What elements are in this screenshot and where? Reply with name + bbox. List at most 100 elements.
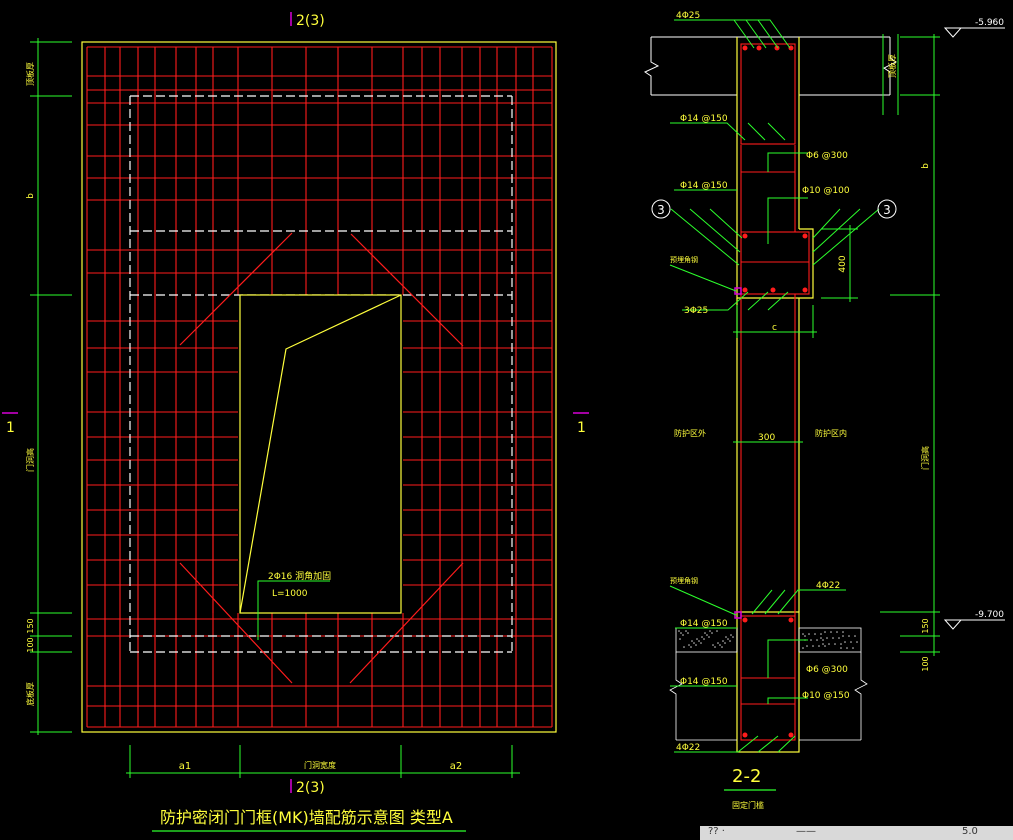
- dim-b: b: [26, 193, 36, 199]
- label-bottom-bars: 4Φ22: [676, 743, 700, 753]
- hatch-dot: [852, 647, 854, 649]
- rebar-note-1: 2Φ16 洞角加固: [268, 570, 331, 582]
- section-mark-right: 1: [577, 420, 586, 436]
- hatch-dot: [840, 643, 842, 645]
- hatch-dot: [848, 635, 850, 637]
- hatch-dot: [732, 636, 734, 638]
- hatch-dot: [836, 631, 838, 633]
- hatch-dot: [826, 637, 828, 639]
- left-elevation-view: 2Φ16 洞角加固 L=1000 2(3) 2(3) 1 1 顶板厚 b 门洞高…: [2, 12, 589, 832]
- floor-hatch: [669, 627, 868, 741]
- dim-top-slab: 顶板厚: [25, 62, 35, 86]
- hatch-dot: [679, 638, 681, 640]
- hatch-dot: [688, 644, 690, 646]
- hatch-dot: [696, 638, 698, 640]
- hatch-dot: [693, 642, 695, 644]
- right-dimension-chain: [880, 34, 940, 656]
- elevation-top: -5.960: [975, 18, 1004, 28]
- hatch-dot: [712, 644, 714, 646]
- status-item-3[interactable]: 5.0: [962, 826, 978, 837]
- right-dim-100: 100: [921, 656, 930, 671]
- hatch-dot: [706, 634, 708, 636]
- section-caption: 固定门槛: [732, 800, 764, 810]
- hatch-dot: [709, 630, 711, 632]
- hatch-dot: [722, 640, 724, 642]
- label-embedded-angle-top: 预埋角钢: [670, 255, 698, 264]
- hatch-dot: [730, 634, 732, 636]
- label-tie-1: Φ6 @300: [806, 151, 848, 161]
- section-mark-bottom: 2(3): [296, 780, 325, 796]
- section-name: 2-2: [732, 766, 761, 787]
- section-mark-top: 2(3): [296, 13, 325, 29]
- hatch-dot: [834, 643, 836, 645]
- hatch-dot: [685, 630, 687, 632]
- label-stirrup-1: Φ14 @150: [680, 114, 728, 124]
- hatch-dot: [856, 641, 858, 643]
- hatch-dot: [822, 643, 824, 645]
- leader-lines: [669, 19, 880, 753]
- hatch-dot: [806, 645, 808, 647]
- dim-door-height: 门洞高: [25, 448, 35, 472]
- hatch-dot: [721, 646, 723, 648]
- label-stirrup-3: Φ14 @150: [680, 619, 728, 629]
- hatch-dot: [840, 647, 842, 649]
- hatch-dot: [830, 631, 832, 633]
- hatch-dot: [725, 636, 727, 638]
- status-item-2[interactable]: ——: [796, 826, 816, 837]
- right-dim-door-height: 门洞高: [920, 446, 930, 470]
- corner-diagonal-bars: [179, 232, 464, 684]
- hatch-dot: [703, 638, 705, 640]
- hatch-dot: [816, 639, 818, 641]
- hatch-dot: [802, 633, 804, 635]
- hatch-dot: [832, 637, 834, 639]
- section-callout-left: 3: [657, 203, 665, 217]
- wall-outline: [81, 41, 557, 733]
- drawing-title: 防护密闭门门框(MK)墙配筋示意图 类型A: [160, 808, 453, 827]
- hatch-dot: [700, 642, 702, 644]
- section-callout-right: 3: [883, 203, 891, 217]
- hatch-dot: [701, 636, 703, 638]
- label-beam-depth: 400: [838, 255, 848, 272]
- elevation-bottom: -9.700: [975, 610, 1004, 620]
- label-beam-width: c: [772, 323, 777, 333]
- hatch-dot: [687, 632, 689, 634]
- right-dim-top-slab: 顶板厚: [887, 54, 897, 78]
- hatch-dot: [810, 639, 812, 641]
- section-mark-left: 1: [6, 420, 15, 436]
- dim-100: 100: [26, 637, 35, 652]
- label-beam-bottom-bars: 3Φ25: [684, 306, 708, 316]
- label-outside-protection: 防护区外: [674, 428, 706, 438]
- hatch-dot: [727, 638, 729, 640]
- label-top-bars: 4Φ25: [676, 11, 700, 21]
- section-callout-left-circle: [651, 199, 671, 219]
- label-stirrup-4: Φ14 @150: [680, 677, 728, 687]
- hatch-dot: [698, 640, 700, 642]
- door-opening: [239, 294, 402, 614]
- label-tie-4: Φ10 @150: [802, 691, 850, 701]
- hatch-dot: [682, 634, 684, 636]
- door-leaf-swing: [239, 294, 402, 614]
- label-embedded-angle-bottom: 预埋角钢: [670, 576, 698, 585]
- label-inside-protection: 防护区内: [815, 428, 847, 438]
- hatch-dot: [824, 645, 826, 647]
- hatch-dot: [808, 633, 810, 635]
- right-dim-b: b: [921, 163, 931, 169]
- status-item-1[interactable]: ?? ·: [708, 826, 725, 837]
- hatch-dot: [814, 633, 816, 635]
- hatch-dot: [818, 645, 820, 647]
- hatch-dot: [695, 644, 697, 646]
- hatch-dot: [850, 641, 852, 643]
- hatch-dot: [842, 631, 844, 633]
- dim-door-width: 门洞宽度: [304, 760, 336, 770]
- hatch-dot: [822, 639, 824, 641]
- rebar-grid: [86, 46, 553, 728]
- hatch-dot: [854, 635, 856, 637]
- wall-body-outline: [736, 37, 814, 753]
- hatch-dot: [680, 632, 682, 634]
- hatch-dot: [716, 630, 718, 632]
- hatch-dot: [804, 635, 806, 637]
- rebar-note-leader: [257, 580, 330, 640]
- dim-150: 150: [26, 618, 35, 633]
- left-dimension-chain: [30, 38, 72, 735]
